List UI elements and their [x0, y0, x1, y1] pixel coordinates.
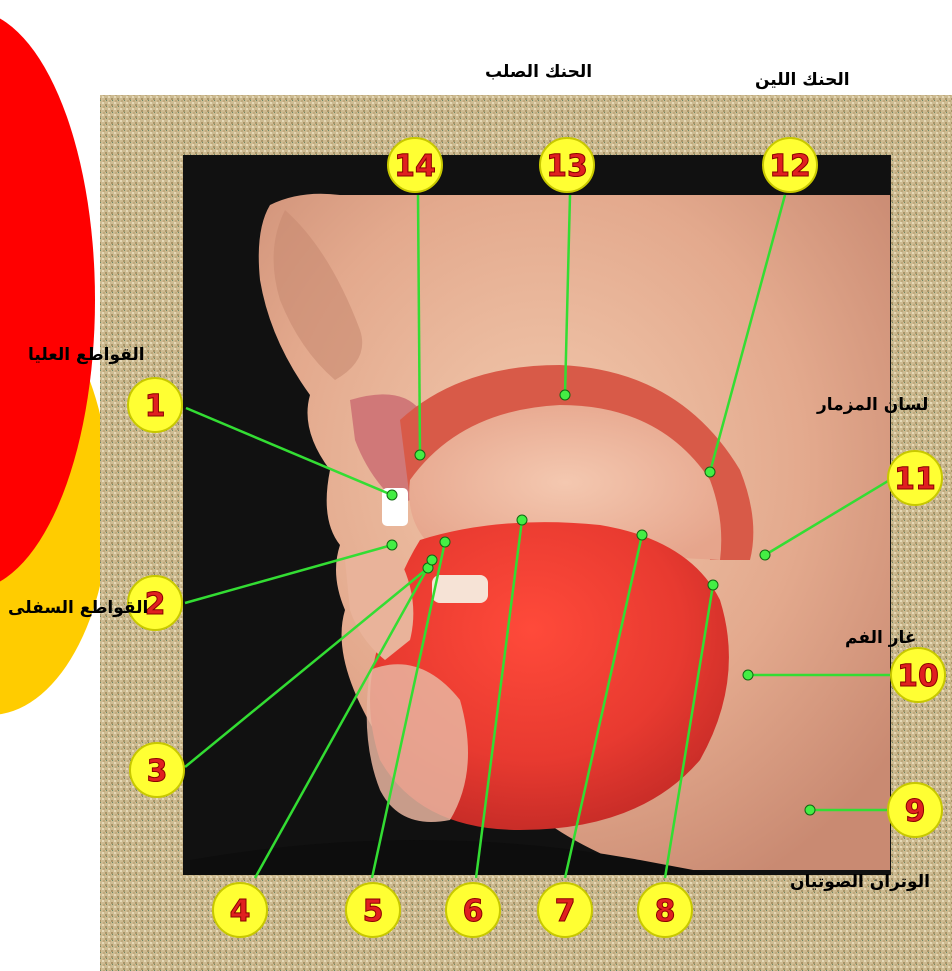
marker-6-number: 6: [463, 894, 484, 929]
marker-12-number: 12: [769, 149, 811, 184]
label-lower-incisors: القواطع السفلى: [8, 598, 148, 618]
label-epiglottis: لسان المزمار: [817, 395, 928, 415]
marker-1-number: 1: [145, 389, 166, 424]
marker-5-number: 5: [363, 894, 384, 929]
marker-9-number: 9: [905, 794, 926, 829]
label-soft-palate: الحنك اللين: [755, 70, 850, 90]
marker-1: 1: [128, 378, 182, 432]
marker-13: 13: [540, 138, 594, 192]
marker-14-number: 14: [394, 149, 436, 184]
marker-14: 14: [388, 138, 442, 192]
marker-7: 7: [538, 883, 592, 937]
marker-5: 5: [346, 883, 400, 937]
marker-10: 10: [891, 648, 945, 702]
marker-6: 6: [446, 883, 500, 937]
marker-3: 3: [130, 743, 184, 797]
marker-11-number: 11: [894, 462, 936, 497]
marker-8: 8: [638, 883, 692, 937]
marker-9: 9: [888, 783, 942, 837]
marker-3-number: 3: [147, 754, 168, 789]
marker-13-number: 13: [546, 149, 588, 184]
label-hard-palate: الحنك الصلب: [485, 62, 592, 82]
marker-10-number: 10: [897, 659, 939, 694]
marker-4: 4: [213, 883, 267, 937]
marker-11: 11: [888, 451, 942, 505]
anatomy-photo: [100, 95, 952, 971]
label-vocal-cords: الوتران الصوتيان: [790, 872, 930, 892]
marker-7-number: 7: [555, 894, 576, 929]
marker-12: 12: [763, 138, 817, 192]
marker-4-number: 4: [230, 894, 251, 929]
label-oral-cavity: غار الفم: [845, 628, 916, 648]
marker-8-number: 8: [655, 894, 676, 929]
label-upper-incisors: القواطع العليا: [28, 345, 145, 365]
